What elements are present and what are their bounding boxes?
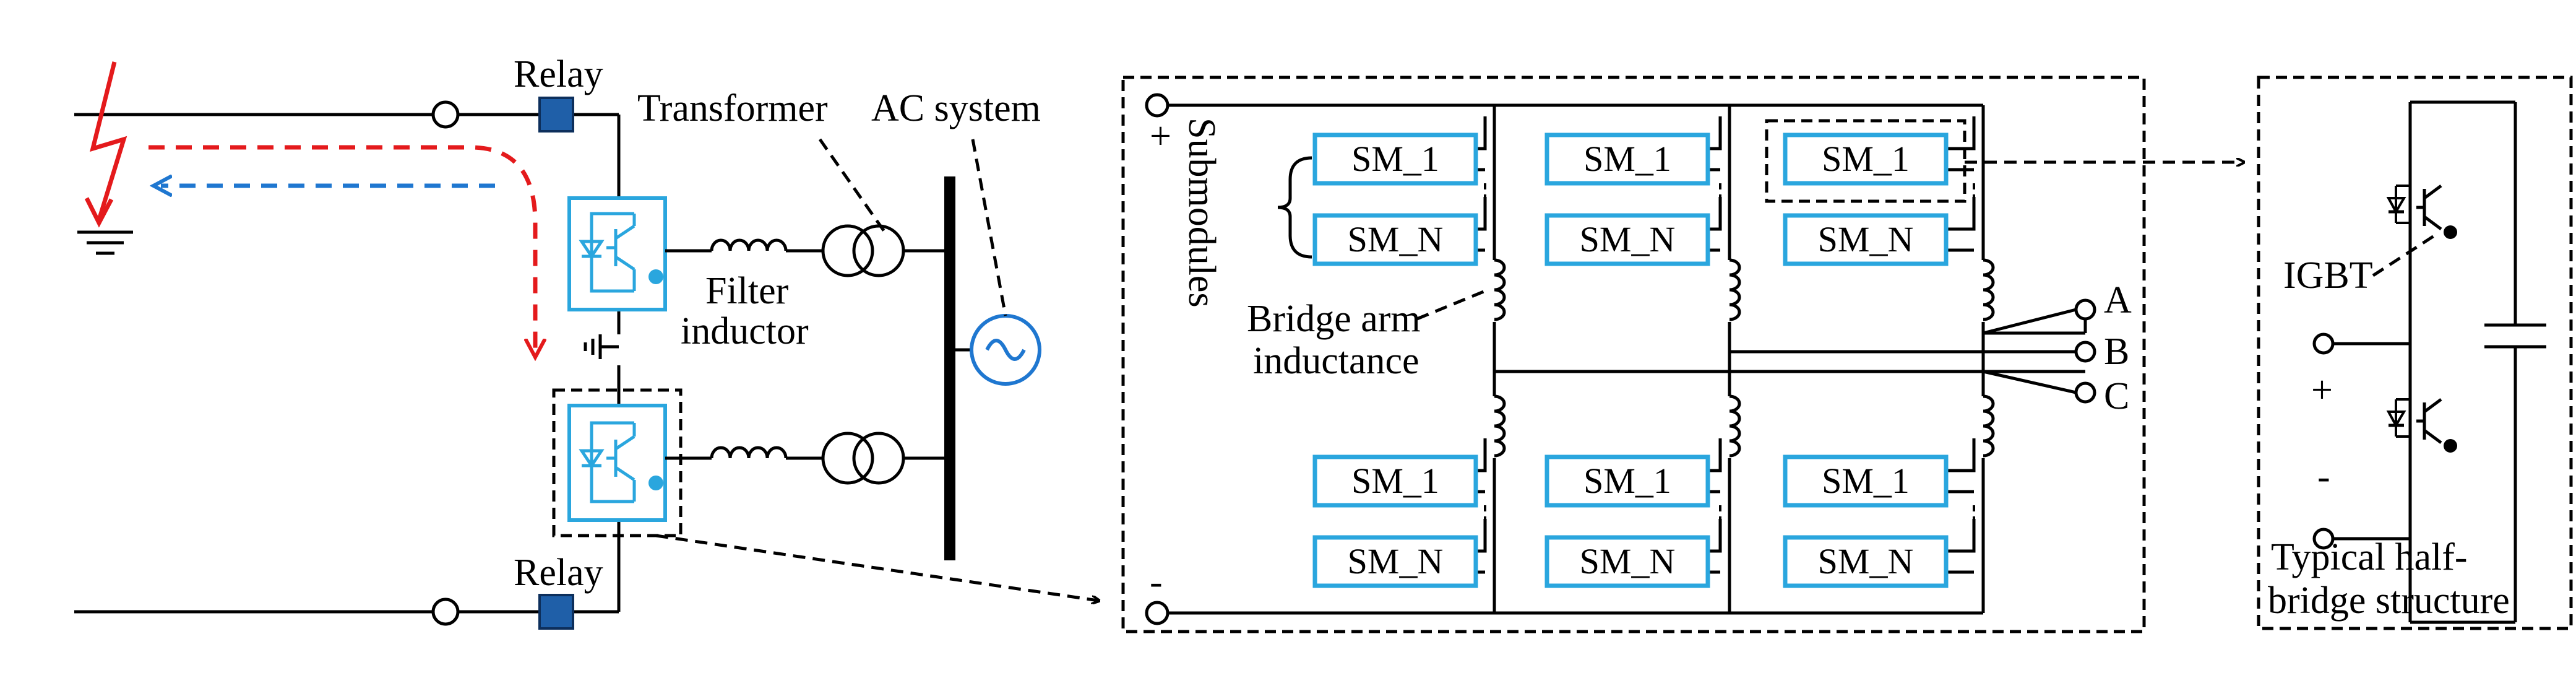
submodules-label: Submodules — [1181, 118, 1223, 308]
relay-top-label: Relay — [514, 53, 603, 95]
submodule-label: SM_1 — [1583, 461, 1671, 501]
transformer-top-icon — [821, 224, 905, 277]
submodule-box — [1544, 454, 1710, 508]
ground-icon — [584, 334, 619, 359]
submodule-label: SM_1 — [1351, 461, 1439, 501]
submodule-label: SM_1 — [1822, 139, 1910, 179]
halfbridge-caption-2: bridge structure — [2268, 580, 2510, 622]
converter-top — [567, 196, 667, 311]
fault-lightning-icon — [90, 61, 127, 221]
bridge-arm-label-2: inductance — [1253, 340, 1419, 382]
transformer-bottom-icon — [821, 432, 905, 485]
submodule-label: SM_N — [1348, 219, 1444, 259]
halfbridge-minus-label: - — [2317, 456, 2330, 498]
phase-a-label: A — [2104, 279, 2132, 321]
converter-bottom-highlight — [552, 388, 683, 537]
submodule-box — [1544, 213, 1710, 266]
submodule-label: SM_1 — [1351, 139, 1439, 179]
ac-source-icon — [970, 314, 1041, 386]
arm-inductor-icon — [1983, 258, 1995, 321]
phase-b-label: B — [2104, 331, 2129, 373]
igbt-top-icon — [2386, 176, 2457, 239]
brace-icon — [1277, 156, 1312, 259]
submodule-box — [1783, 213, 1949, 266]
arm-inductor-icon — [1983, 394, 1995, 458]
zoom-arrow-mmc — [655, 534, 1098, 601]
submodule-label: SM_N — [1818, 541, 1914, 581]
half-bridge-detail: + - IGBT Typical half- bridge structure — [2257, 76, 2573, 630]
submodule-label: SM_N — [1348, 541, 1444, 581]
submodule-box — [1544, 133, 1710, 186]
submodule-box — [1783, 535, 1949, 588]
converter-bottom — [567, 404, 667, 522]
igbt-bottom-icon — [2386, 390, 2457, 453]
submodule-box — [1312, 133, 1478, 186]
phase-c-label: C — [2104, 375, 2129, 417]
transformer-label: Transformer — [637, 87, 828, 129]
submodule-label: SM_N — [1580, 219, 1676, 259]
igbt-label: IGBT — [2283, 254, 2373, 297]
submodule-box — [1312, 213, 1478, 266]
submodule-box — [1783, 133, 1949, 186]
arm-inductor-icon — [1494, 394, 1506, 458]
submodule-box — [1312, 454, 1478, 508]
filter-inductor-bottom-icon — [710, 446, 788, 459]
fault-current-path — [149, 145, 535, 350]
relay-bottom-icon — [538, 594, 574, 630]
filter-inductor-top-icon — [710, 238, 788, 251]
bridge-arm-label-1: Bridge arm — [1247, 298, 1421, 340]
halfbridge-caption-1: Typical half- — [2271, 536, 2468, 578]
relay-bottom-label: Relay — [514, 552, 603, 594]
halfbridge-plus-label: + — [2311, 369, 2333, 411]
mmc-plus-label: + — [1150, 115, 1171, 157]
earth-icon — [77, 230, 133, 255]
relay-top-icon — [538, 97, 574, 133]
arm-inductor-icon — [1494, 258, 1506, 321]
submodule-label: SM_N — [1580, 541, 1676, 581]
arm-inductor-icon — [1729, 258, 1741, 321]
submodule-box — [1312, 535, 1478, 588]
filter-inductor-label-2: inductor — [681, 310, 809, 352]
ac-system-label: AC system — [871, 87, 1041, 129]
mmc-detail: + - SM_1SM_NSM_1SM_NSM_1SM_NSM_1SM_NSM_1… — [1121, 76, 2146, 633]
submodule-box — [1544, 535, 1710, 588]
submodule-label: SM_1 — [1822, 461, 1910, 501]
arm-inductor-icon — [1729, 394, 1741, 458]
dc-network: Relay Relay — [74, 53, 621, 630]
filter-inductor-label-1: Filter — [705, 270, 789, 312]
submodule-label: SM_1 — [1583, 139, 1671, 179]
submodule-label: SM_N — [1818, 219, 1914, 259]
submodule-box — [1783, 454, 1949, 508]
mmc-minus-label: - — [1150, 561, 1163, 603]
